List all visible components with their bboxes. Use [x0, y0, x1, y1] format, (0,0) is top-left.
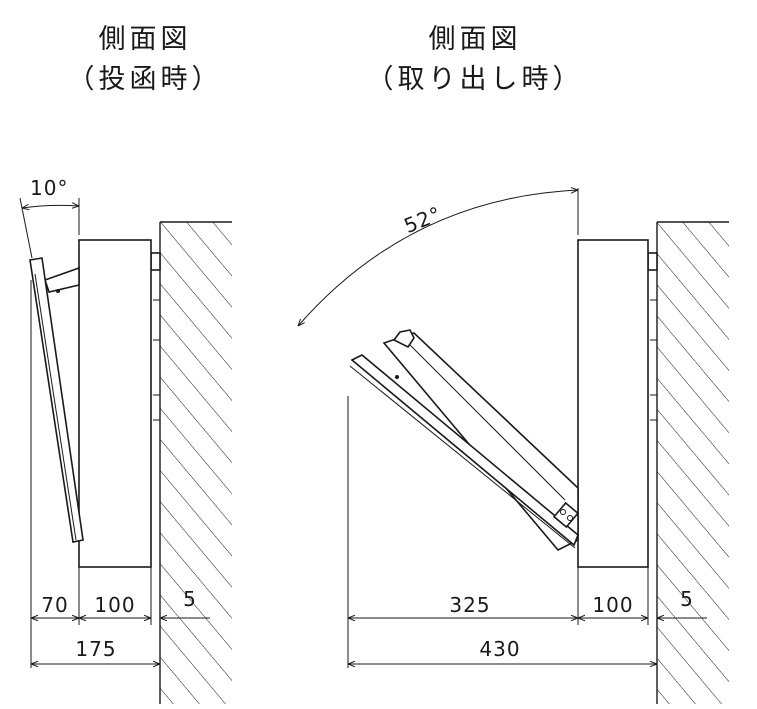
- right-wall: [656, 221, 729, 704]
- left-wall-bracket-top: [150, 252, 161, 271]
- right-dim-flap: 325: [449, 593, 490, 617]
- right-title-line1: 側面図: [429, 24, 522, 55]
- right-wall-bracket-top: [647, 252, 658, 271]
- left-dim-flap: 70: [41, 593, 68, 617]
- left-wall: [159, 221, 232, 704]
- right-angle-arc: [298, 190, 578, 326]
- left-angle-arc: [22, 205, 79, 208]
- right-hinge: [552, 501, 580, 529]
- right-dim-box: 100: [592, 593, 633, 617]
- left-view: 10° 70 100 5 175: [19, 176, 232, 704]
- left-angle-label: 10°: [30, 176, 68, 200]
- left-flap: [29, 257, 84, 543]
- left-dim-box: 100: [94, 593, 135, 617]
- left-title-line2: （投函時）: [68, 64, 223, 95]
- left-hinge-arm: [43, 266, 80, 293]
- right-flap: [350, 354, 579, 547]
- left-dim-total: 175: [75, 637, 116, 661]
- right-view: 52° 325 100 5 430: [298, 188, 729, 704]
- left-dim-wall: 5: [183, 587, 197, 611]
- right-dim-wall: 5: [680, 587, 694, 611]
- right-mailbox-body: [577, 239, 649, 568]
- left-title-line1: 側面図: [99, 24, 192, 55]
- left-mailbox-body: [78, 239, 152, 568]
- right-title-line2: （取り出し時）: [367, 64, 584, 95]
- right-angle-label: 52°: [400, 201, 445, 238]
- right-tray-latch: [392, 329, 415, 349]
- right-dim-total: 430: [479, 637, 520, 661]
